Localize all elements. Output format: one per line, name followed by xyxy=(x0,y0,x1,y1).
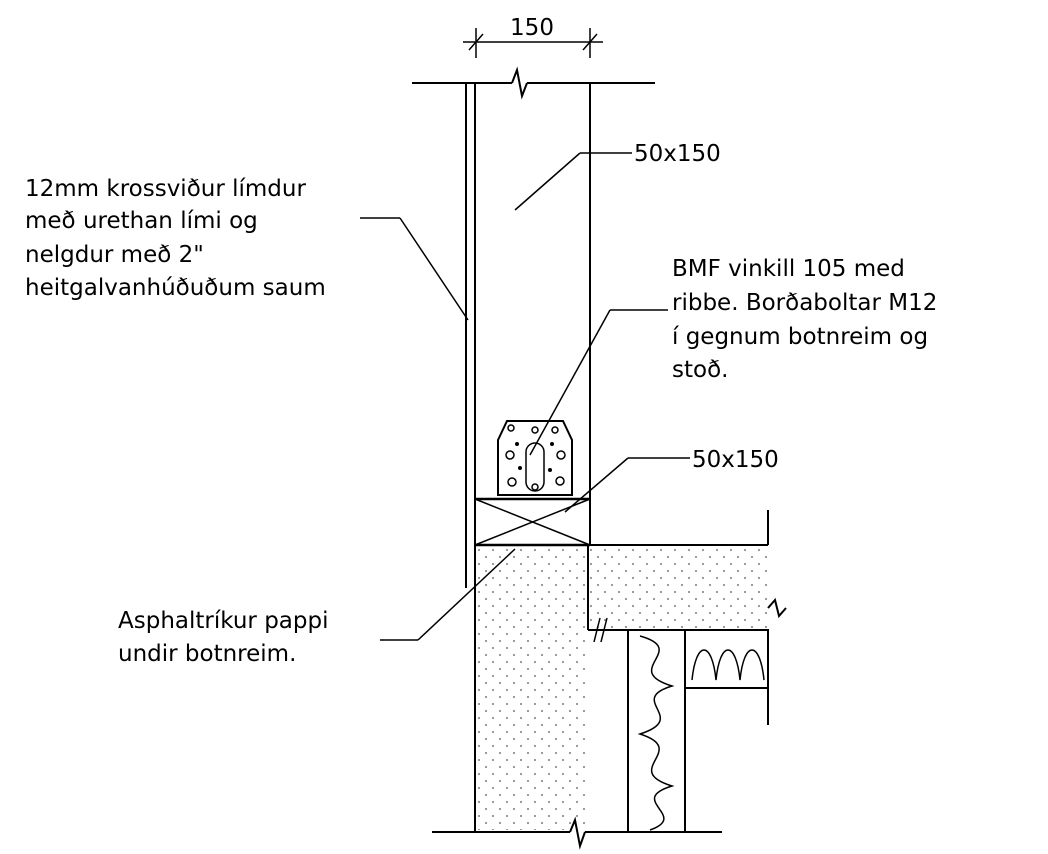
asphalt-label-line-2: undir botnreim. xyxy=(118,641,296,667)
plywood-label-line-4: heitgalvanhúðuðum saum xyxy=(25,275,326,301)
bracket-label-line-4: stoð. xyxy=(672,357,728,383)
plywood-sheathing xyxy=(465,83,476,588)
slab-insulation xyxy=(684,629,769,689)
asphalt-label-line-1: Asphaltríkur pappi xyxy=(118,608,328,634)
floor-slab xyxy=(588,545,768,630)
sill-plate-label: 50x150 xyxy=(692,447,779,473)
leader-plywood xyxy=(360,217,469,321)
bracket-label-line-2: ribbe. Borðaboltar M12 xyxy=(672,290,937,316)
wall-insulation xyxy=(627,629,686,833)
dimension-line xyxy=(463,28,603,58)
bmf-bracket xyxy=(497,420,573,496)
leader-stud-top xyxy=(514,152,632,211)
bracket-label-line-1: BMF vinkill 105 med xyxy=(672,256,905,282)
dimension-label: 150 xyxy=(510,15,554,41)
leader-bracket xyxy=(529,309,668,456)
leader-sill-plate xyxy=(564,457,690,513)
leader-asphalt xyxy=(380,548,516,641)
top-break-line xyxy=(412,66,655,100)
plywood-label-line-1: 12mm krossviður límdur xyxy=(25,176,306,202)
bracket-label-line-3: í gegnum botnreim og xyxy=(672,324,928,350)
concrete-foundation xyxy=(475,545,588,830)
stud-top-label: 50x150 xyxy=(634,141,721,167)
plywood-label-line-3: nelgdur með 2" xyxy=(25,242,204,268)
plywood-label-line-2: með urethan lími og xyxy=(25,208,258,234)
